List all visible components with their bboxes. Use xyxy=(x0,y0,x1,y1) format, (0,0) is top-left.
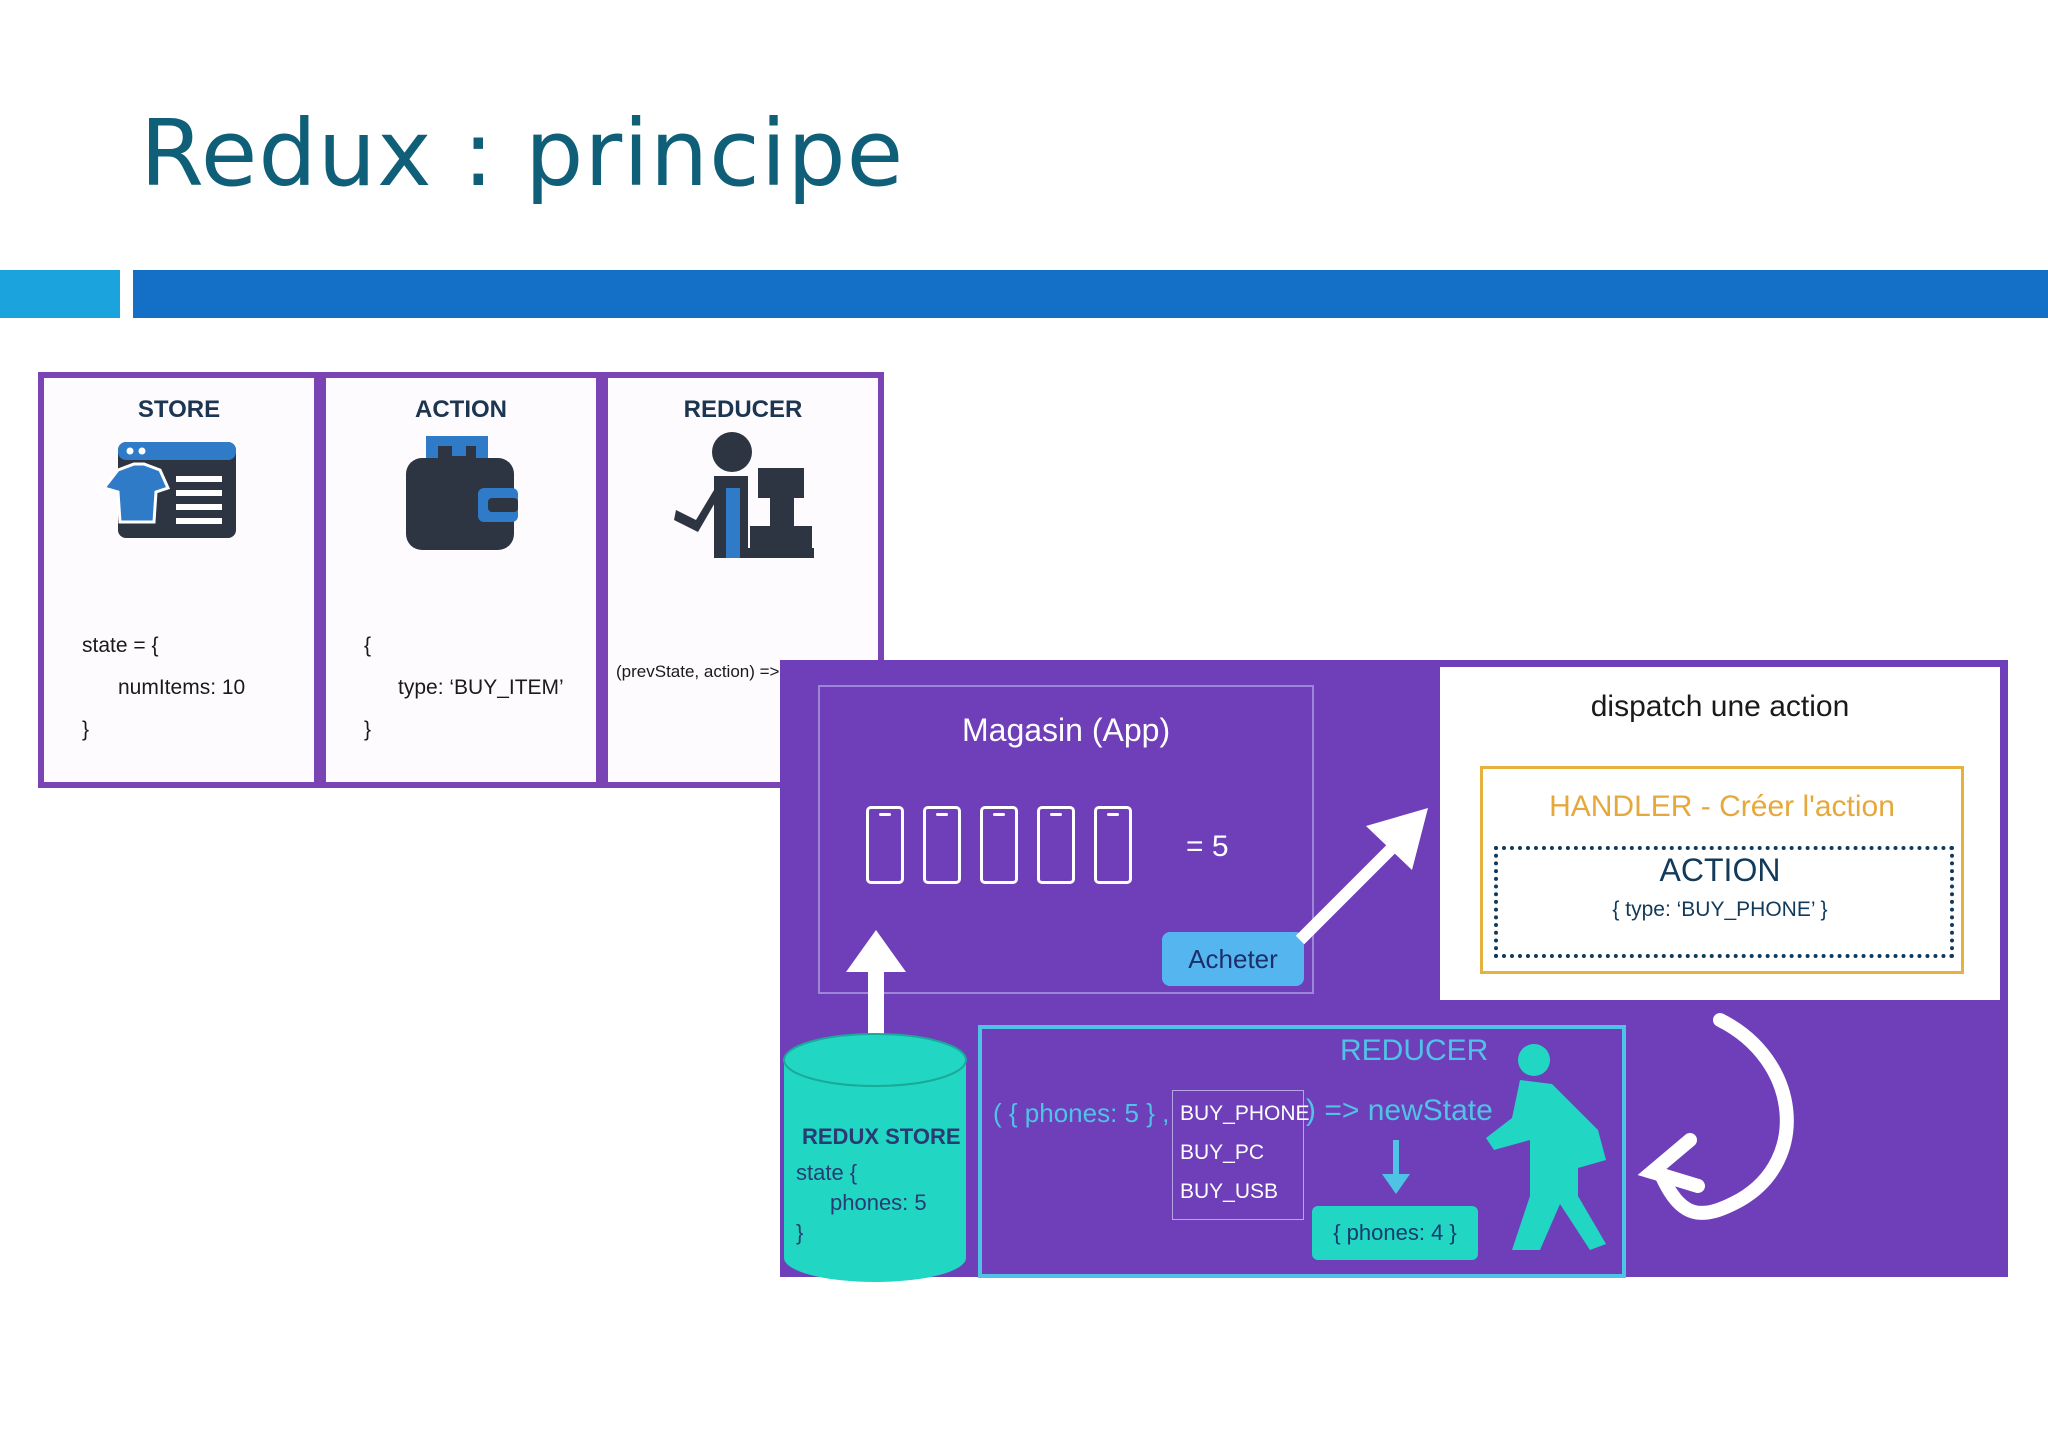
dispatch-arrow-icon xyxy=(1295,808,1428,945)
store-icon xyxy=(101,442,236,538)
header-bar xyxy=(133,270,2048,318)
action-type-item: BUY_USB xyxy=(1180,1180,1279,1203)
action-code-line-1: { xyxy=(364,634,372,657)
store-title: REDUX STORE xyxy=(802,1124,961,1149)
reducer-heading: REDUCER xyxy=(683,396,803,423)
slide-title: Redux : principe xyxy=(140,100,905,207)
handler-box xyxy=(1480,766,1964,974)
store-state-close: } xyxy=(796,1220,804,1245)
action-object-box xyxy=(1494,846,1954,958)
dispatch-title: dispatch une action xyxy=(1590,690,1850,723)
action-card: ACTION { type: ‘BUY_ITEM’ } xyxy=(326,378,596,782)
walking-person-icon xyxy=(1486,1044,1606,1250)
store-state-value: phones: 5 xyxy=(830,1190,927,1215)
handler-title: HANDLER - Créer l'action xyxy=(1549,790,1895,823)
phone-icon xyxy=(1037,806,1075,884)
buy-button[interactable]: Acheter xyxy=(1162,932,1304,986)
down-arrow-icon xyxy=(1382,1140,1410,1194)
phone-icon xyxy=(923,806,961,884)
store-code-line-2: numItems: 10 xyxy=(118,676,246,699)
store-code-line-1: state = { xyxy=(82,634,159,657)
shop-title: Magasin (App) xyxy=(962,712,1171,748)
phone-icon xyxy=(980,806,1018,884)
wallet-icon xyxy=(406,436,518,550)
cashier-icon xyxy=(674,432,814,558)
reducer-box xyxy=(978,1025,1626,1278)
action-object-type: { type: ‘BUY_PHONE’ } xyxy=(1612,898,1828,921)
phone-icon xyxy=(1094,806,1132,884)
store-heading: STORE xyxy=(137,396,221,423)
action-object-title: ACTION xyxy=(1659,852,1781,888)
action-code-line-2: type: ‘BUY_ITEM’ xyxy=(398,676,564,699)
phone-count: = 5 xyxy=(1186,830,1229,863)
reducer-input-state: ( { phones: 5 } , xyxy=(993,1098,1170,1128)
shop-app-frame xyxy=(818,685,1314,994)
phone-icon xyxy=(866,806,904,884)
store-state-open: state { xyxy=(796,1160,858,1185)
curved-arrow-icon xyxy=(1637,1013,1794,1220)
action-code-line-3: } xyxy=(364,718,372,741)
store-code-line-3: } xyxy=(82,718,90,741)
action-type-item: BUY_PC xyxy=(1180,1141,1265,1164)
action-types-box xyxy=(1172,1090,1304,1220)
up-arrow-icon xyxy=(846,930,906,1044)
reducer-signature-params: (prevState, action) => xyxy=(616,662,785,681)
redux-store-cylinder-icon xyxy=(783,1033,967,1282)
reducer-title: REDUCER xyxy=(1340,1034,1489,1067)
reducer-output: ) => newState xyxy=(1306,1094,1493,1127)
new-state-result: { phones: 4 } xyxy=(1312,1206,1478,1260)
header-bar-accent xyxy=(0,270,120,318)
action-heading: ACTION xyxy=(415,396,507,423)
action-type-item: BUY_PHONE xyxy=(1180,1102,1310,1125)
store-card: STORE state = { numItems: 10 } xyxy=(44,378,314,782)
dispatch-box xyxy=(1440,667,2000,1000)
